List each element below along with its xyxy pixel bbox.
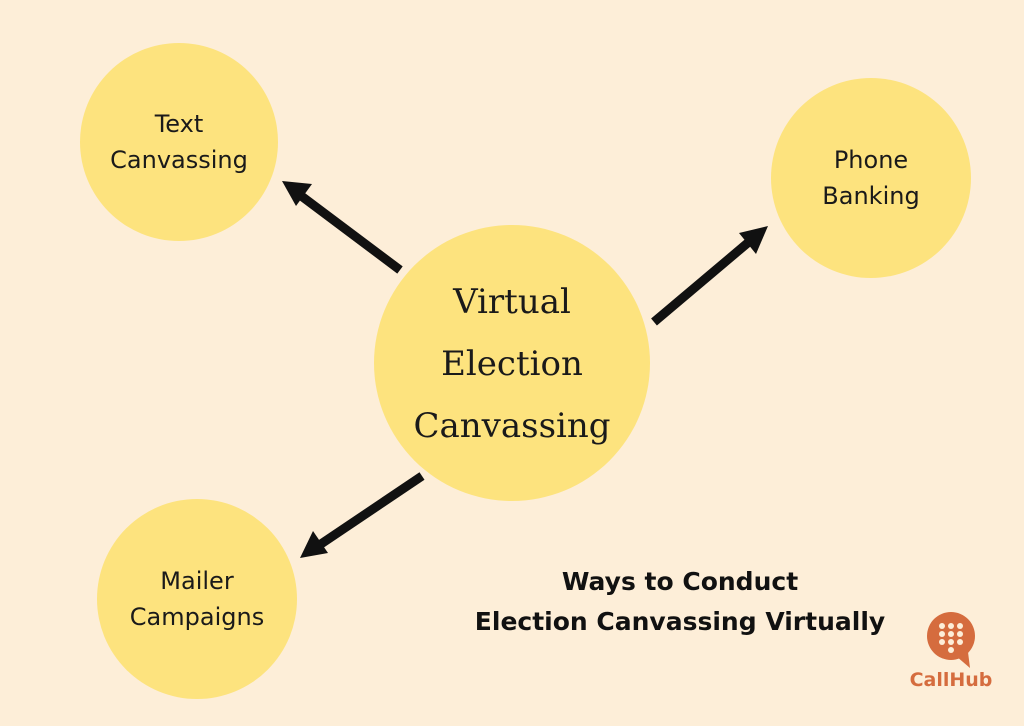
node-label-line: Mailer <box>160 567 234 595</box>
node-label-line: Canvassing <box>110 146 248 174</box>
node-label-line: Phone <box>833 146 909 174</box>
callhub-logo: CallHub <box>906 612 996 696</box>
node-label-line: Text <box>154 110 204 138</box>
node-virtual-election-canvassing: Virtual Election Canvassing <box>374 225 650 501</box>
arrow-to-mailer-campaigns <box>300 472 425 558</box>
center-label-line: Election <box>441 344 583 384</box>
center-label-line: Virtual <box>453 282 571 322</box>
phone-keypad-chat-bubble-icon <box>927 612 975 668</box>
center-label-line: Canvassing <box>413 406 611 446</box>
diagram-caption: Ways to Conduct Election Canvassing Virt… <box>440 562 920 642</box>
node-label-line: Campaigns <box>129 603 265 631</box>
arrow-to-text-canvassing <box>282 181 403 274</box>
arrow-to-phone-banking <box>651 226 768 326</box>
node-mailer-campaigns: Mailer Campaigns <box>97 499 297 699</box>
logo-wordmark: CallHub <box>909 669 993 691</box>
caption-line-2: Election Canvassing Virtually <box>474 607 886 636</box>
node-label-line: Banking <box>822 182 920 210</box>
node-phone-banking: Phone Banking <box>771 78 971 278</box>
caption-line-1: Ways to Conduct <box>561 567 799 596</box>
node-text-canvassing: Text Canvassing <box>80 43 278 241</box>
